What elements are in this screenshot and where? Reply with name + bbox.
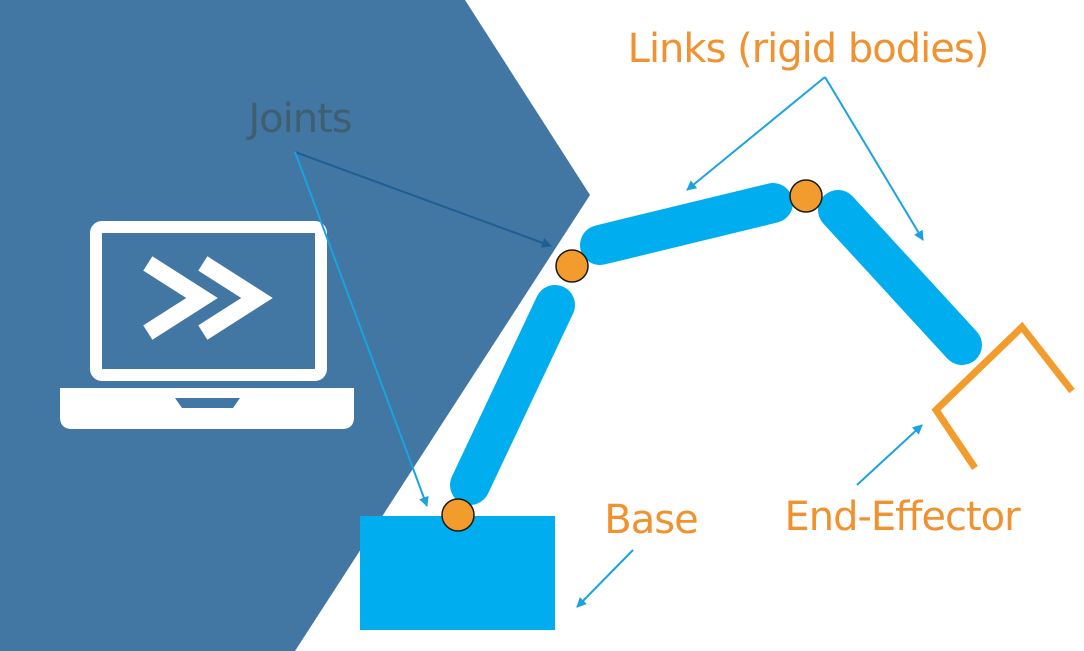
- end-effector-gripper: [931, 321, 1075, 470]
- joints-arrow-base: [294, 151, 429, 507]
- robot-link-3: [818, 190, 982, 365]
- links-arrow-link-2: [686, 76, 826, 191]
- end-effector-label: End-Effector: [784, 494, 1021, 540]
- robot-joint-shoulder: [555, 249, 589, 283]
- links-label: Links (rigid bodies): [628, 26, 989, 72]
- joints-arrow-shoulder: [294, 151, 552, 248]
- robot-base: [360, 516, 555, 630]
- links-arrow-link-3: [824, 76, 924, 241]
- end-effector-arrow: [856, 424, 923, 486]
- base-arrow: [576, 549, 634, 608]
- laptop-fast-forward-icon: [60, 221, 354, 429]
- robot-link-2: [580, 183, 793, 265]
- robot-link-1: [450, 285, 575, 505]
- robot-joint-elbow: [789, 179, 823, 213]
- robot-joint-base: [441, 498, 475, 532]
- background-panel: [0, 0, 590, 651]
- joints-label: Joints: [245, 96, 351, 142]
- base-label: Base: [604, 497, 697, 543]
